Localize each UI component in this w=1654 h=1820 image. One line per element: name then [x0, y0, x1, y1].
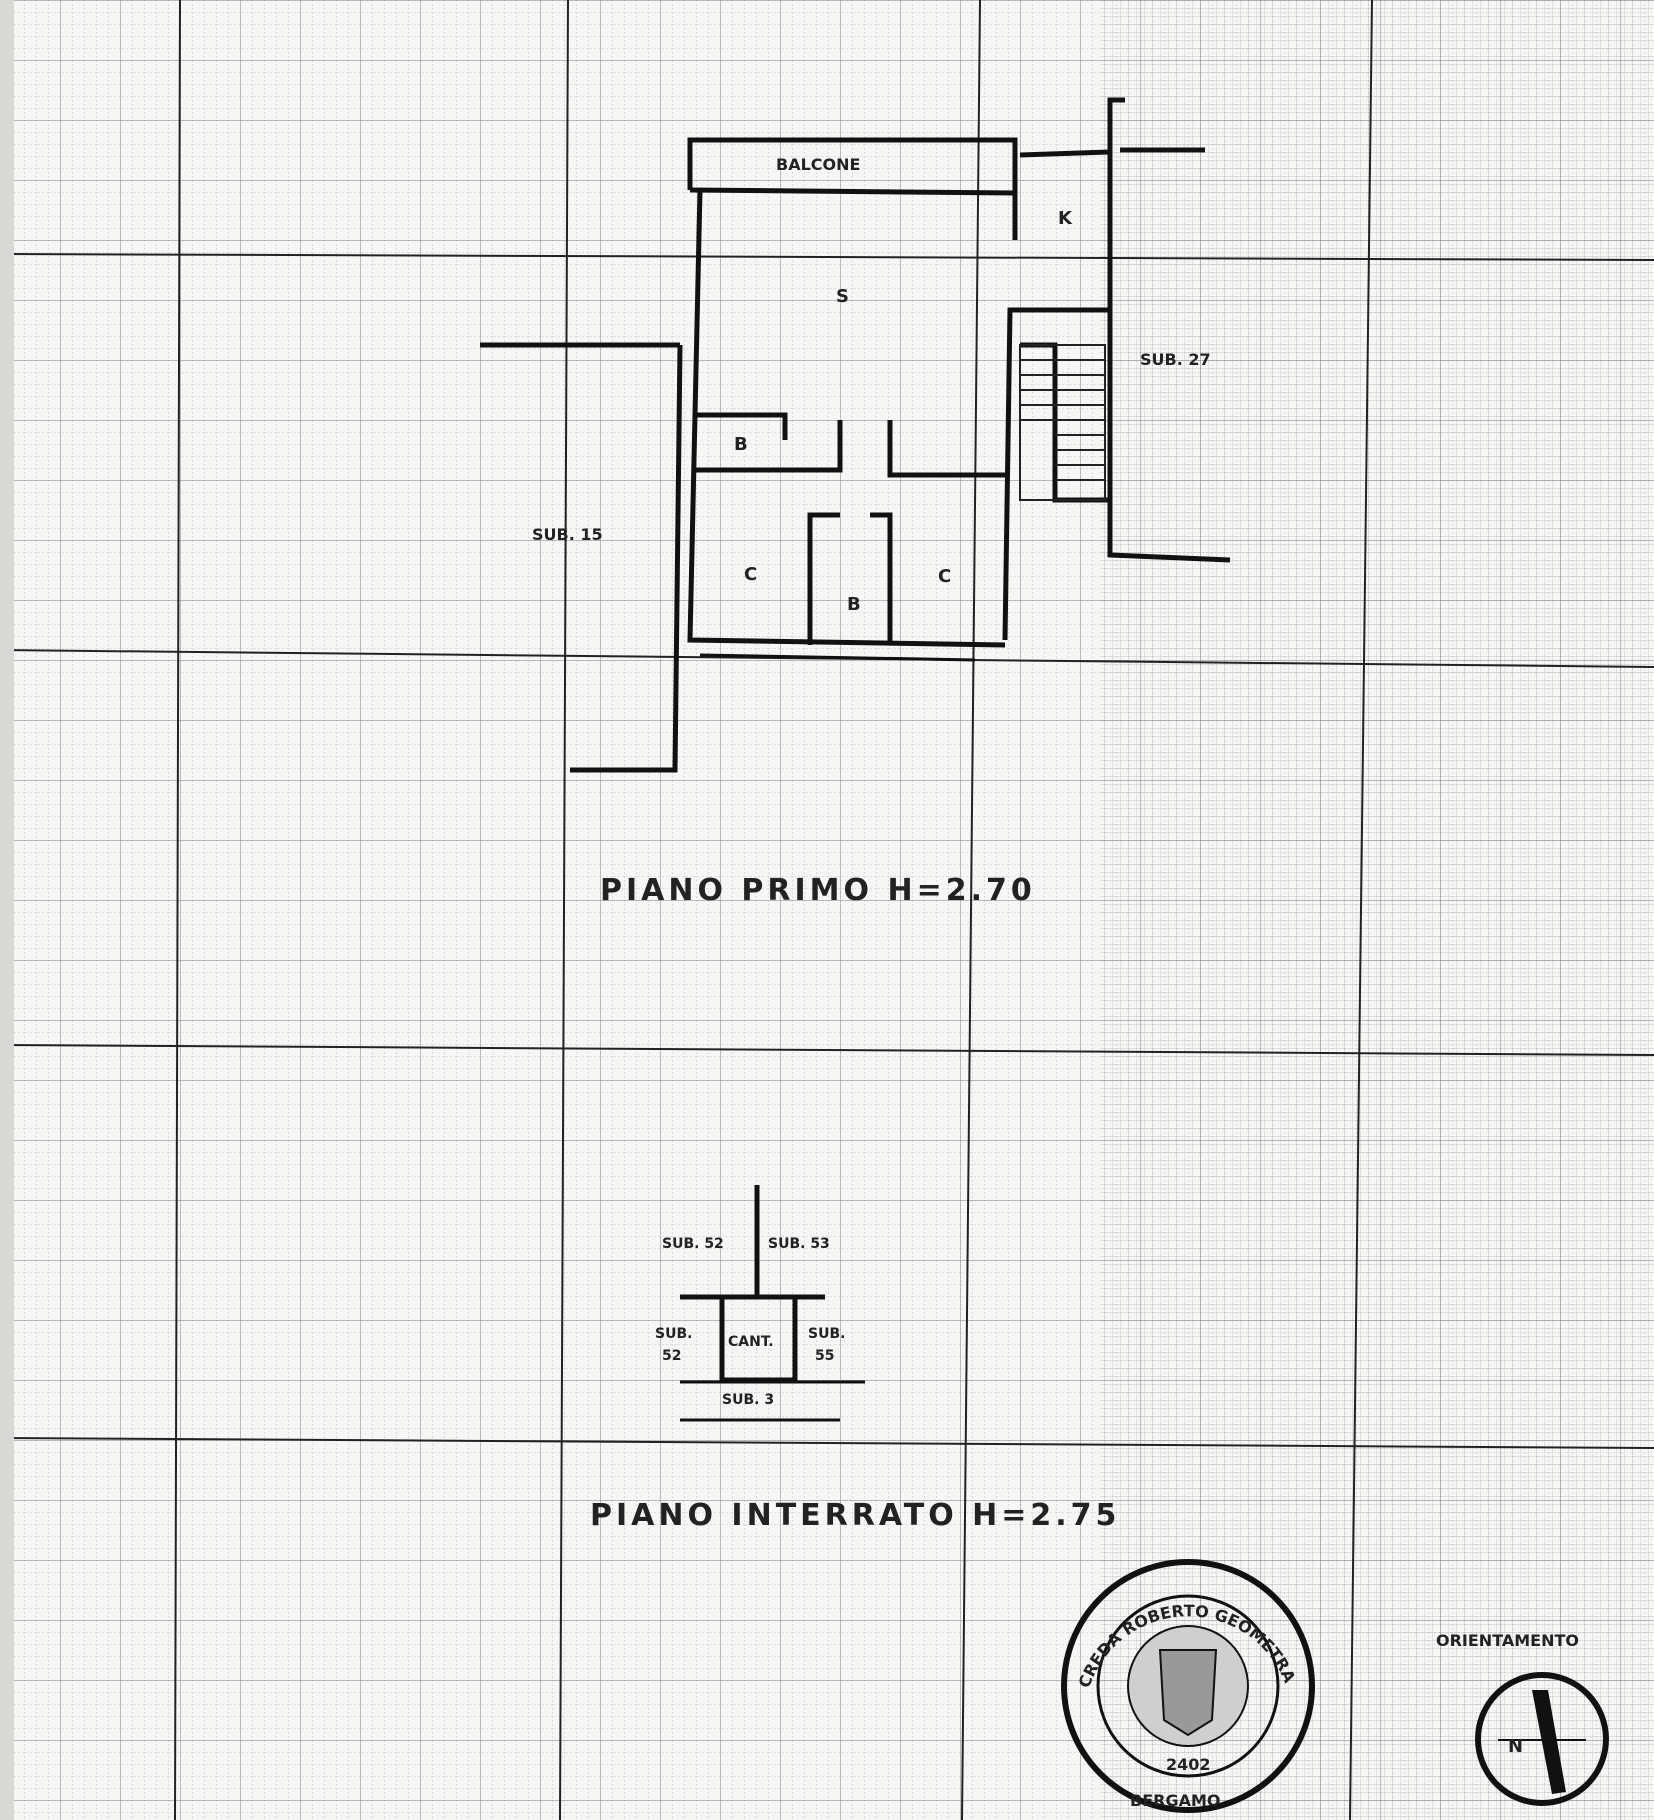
room-kitchen-label: K: [1058, 208, 1073, 229]
basement-title: PIANO INTERRATO H=2.75: [590, 1498, 1120, 1533]
basement-walls: [680, 1185, 865, 1422]
basement-sub-right-label: SUB.: [808, 1326, 845, 1342]
sub-left-label: SUB. 15: [532, 525, 603, 544]
basement-sub-left-label: SUB.: [655, 1326, 692, 1342]
room-bedroom-left-label: C: [744, 564, 757, 585]
orientation-block: ORIENTAMENTO N: [1436, 1631, 1609, 1806]
room-living-label: S: [836, 286, 849, 307]
orientation-title: ORIENTAMENTO: [1436, 1631, 1579, 1650]
north-arrow-icon: [1498, 1690, 1586, 1794]
basement-sub-top-left-label: SUB. 52: [662, 1236, 724, 1252]
room-bedroom-right-label: C: [938, 566, 951, 587]
basement-sub-bottom-label: SUB. 3: [722, 1392, 774, 1408]
room-bath-mid-label: B: [847, 594, 861, 615]
stamp-number: 2402: [1166, 1755, 1211, 1774]
basement-sub-right-number: 55: [815, 1348, 834, 1364]
balcony-label: BALCONE: [776, 155, 860, 174]
basement-sub-top-right-label: SUB. 53: [768, 1236, 830, 1252]
stamp-city: BERGAMO: [1130, 1791, 1220, 1810]
north-label: N: [1508, 1736, 1523, 1757]
room-bath-top-label: B: [734, 434, 748, 455]
first-floor-title: PIANO PRIMO H=2.70: [600, 873, 1036, 908]
sub-right-label: SUB. 27: [1140, 350, 1211, 369]
cellar-label: CANT.: [728, 1334, 774, 1350]
staircase: [1019, 344, 1106, 501]
basement-sub-left-number: 52: [662, 1348, 681, 1364]
